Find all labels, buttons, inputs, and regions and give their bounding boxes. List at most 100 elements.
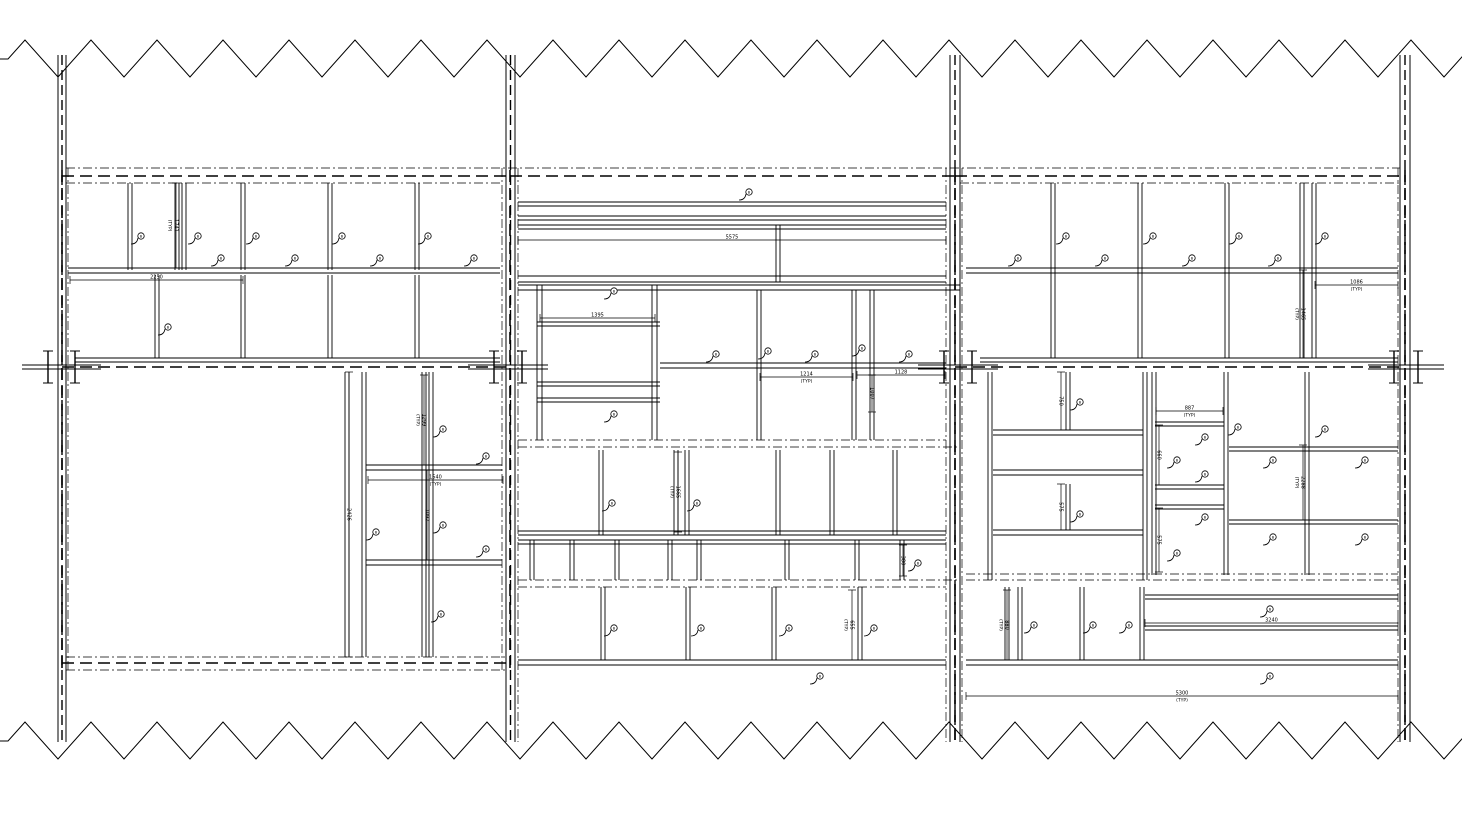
- beam-tag: B: [1023, 621, 1038, 634]
- dimension-value: 3240: [1265, 618, 1278, 624]
- tag-bubble: [914, 559, 922, 567]
- tag-leader: [1023, 626, 1032, 634]
- tag-leader: [1228, 237, 1237, 245]
- tag-letter: B: [1237, 425, 1240, 429]
- beam-tag: B: [1194, 433, 1209, 446]
- tag-bubble: [1125, 621, 1133, 629]
- beam-tag: B: [284, 254, 299, 267]
- dimension: 887(TYP): [1155, 406, 1224, 419]
- dimension: 1299(TYP): [415, 374, 428, 466]
- tag-bubble: [470, 254, 478, 262]
- beam-tag: B: [1094, 254, 1109, 267]
- break-line: [0, 721, 1462, 760]
- dimension-value: 1214: [800, 372, 813, 378]
- beam-tag: B: [1142, 232, 1157, 245]
- tag-bubble: [1149, 232, 1157, 240]
- tag-bubble: [811, 350, 819, 358]
- tag-letter: B: [1204, 472, 1207, 476]
- beam-tag: B: [907, 559, 922, 572]
- beams: [68, 183, 1398, 666]
- tag-leader: [1314, 237, 1323, 245]
- tag-letter: B: [873, 626, 876, 630]
- tag-leader: [907, 564, 916, 572]
- tag-bubble: [1269, 533, 1277, 541]
- tag-leader: [601, 504, 610, 512]
- dimension-value: 2250: [150, 275, 163, 281]
- dimension-value: 1007: [869, 387, 875, 400]
- tag-letter: B: [788, 626, 791, 630]
- tag-letter: B: [1277, 256, 1280, 260]
- dimension-value: 575: [1156, 535, 1162, 545]
- tag-leader: [690, 629, 699, 637]
- tag-bubble: [1062, 232, 1070, 240]
- beam-tag: B: [1194, 470, 1209, 483]
- dimension: 1086(TYP): [1314, 280, 1399, 293]
- tag-leader: [1314, 430, 1323, 438]
- beam-tag: B: [863, 624, 878, 637]
- tag-letter: B: [1324, 427, 1327, 431]
- tag-letter: B: [814, 352, 817, 356]
- dimension: 655(TYP): [843, 589, 856, 661]
- tag-bubble: [1266, 605, 1274, 613]
- beam-tag: B: [1166, 456, 1181, 469]
- tag-letter: B: [473, 256, 476, 260]
- tag-letter: B: [1176, 458, 1179, 462]
- dimension-value: 1299: [421, 414, 427, 427]
- tag-bubble: [1076, 510, 1084, 518]
- tag-bubble: [1173, 549, 1181, 557]
- tag-letter: B: [442, 427, 445, 431]
- dimension-typ: (TYP): [998, 619, 1004, 631]
- tag-leader: [130, 237, 139, 245]
- dimension-value: 880: [1004, 620, 1010, 630]
- beam-tag: B: [1354, 456, 1369, 469]
- tag-leader: [778, 629, 787, 637]
- dimension-value: 575: [1058, 502, 1064, 512]
- tag-bubble: [482, 545, 490, 553]
- tag-leader: [463, 259, 472, 267]
- beam-tag: B: [430, 610, 445, 623]
- tag-leader: [1166, 461, 1175, 469]
- tag-leader: [432, 430, 441, 438]
- tag-leader: [187, 237, 196, 245]
- tag-bubble: [291, 254, 299, 262]
- tag-letter: B: [1204, 435, 1207, 439]
- tag-bubble: [764, 347, 772, 355]
- tag-letter: B: [294, 256, 297, 260]
- tag-letter: B: [1104, 256, 1107, 260]
- tag-leader: [157, 328, 166, 336]
- beam-tag: B: [603, 287, 618, 300]
- tag-letter: B: [613, 626, 616, 630]
- tag-letter: B: [1079, 512, 1082, 516]
- beam-tag: B: [331, 232, 346, 245]
- dimension-value: 1465: [1300, 308, 1306, 321]
- tag-bubble: [1361, 533, 1369, 541]
- tag-leader: [1194, 475, 1203, 483]
- break-lines: [0, 39, 1462, 760]
- tag-leader: [1166, 554, 1175, 562]
- tag-letter: B: [1092, 623, 1095, 627]
- beam-tag: B: [1262, 533, 1277, 546]
- dimension-typ: (TYP): [167, 220, 173, 232]
- column-lines: [57, 55, 1411, 742]
- tag-bubble: [608, 499, 616, 507]
- tag-letter: B: [485, 454, 488, 458]
- tag-bubble: [194, 232, 202, 240]
- dimension-lines: 2250557513951214(TYP)112810071540(TYP)17…: [69, 182, 1399, 704]
- tag-letter: B: [748, 190, 751, 194]
- beam-tag: B: [475, 452, 490, 465]
- beam-tag: B: [1007, 254, 1022, 267]
- tag-leader: [284, 259, 293, 267]
- tag-leader: [1094, 259, 1103, 267]
- dimension-typ: (TYP): [801, 379, 813, 385]
- tag-letter: B: [1191, 256, 1194, 260]
- section-markers: [22, 350, 1444, 384]
- tag-leader: [1267, 259, 1276, 267]
- beam-tag: B: [210, 254, 225, 267]
- tag-leader: [686, 504, 695, 512]
- tag-letter: B: [1152, 234, 1155, 238]
- tag-bubble: [697, 624, 705, 632]
- beam-tag: B: [809, 672, 824, 685]
- dimension: 575: [1057, 483, 1065, 531]
- dimension-typ: (TYP): [430, 482, 442, 488]
